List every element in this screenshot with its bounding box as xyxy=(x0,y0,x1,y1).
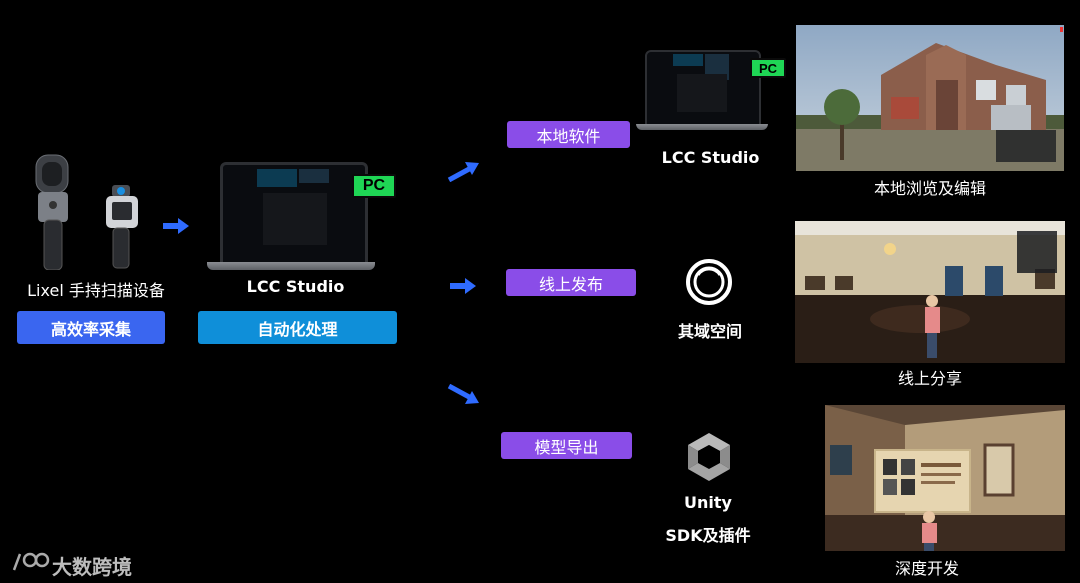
local-browse-caption: 本地浏览及编辑 xyxy=(873,179,986,198)
qiyu-space-label: 其域空间 xyxy=(677,322,742,341)
pc-badge: PC xyxy=(352,174,396,198)
local-browse-screenshot xyxy=(796,25,1064,171)
device-label: Lixel 手持扫描设备 xyxy=(27,281,165,300)
unity-logo-icon xyxy=(688,433,730,481)
unity-sdk-label: SDK及插件 xyxy=(665,526,751,545)
collect-pill: 高效率采集 xyxy=(17,311,165,344)
deep-dev-screenshot xyxy=(825,405,1065,551)
unity-label: Unity xyxy=(684,493,732,512)
laptop-base xyxy=(636,124,768,130)
watermark-logo-icon xyxy=(12,552,50,571)
arrow-down-right-icon xyxy=(447,384,479,404)
lcc-studio-label: LCC Studio xyxy=(246,277,345,296)
arrow-right-icon xyxy=(163,218,189,234)
deep-dev-caption: 深度开发 xyxy=(894,559,959,578)
arrow-up-right-icon xyxy=(447,162,479,182)
online-share-screenshot xyxy=(795,221,1065,363)
pc-badge: PC xyxy=(750,58,786,78)
arrow-right-icon xyxy=(450,278,476,294)
watermark-text: 大数跨境 xyxy=(52,555,132,579)
online-share-caption: 线上分享 xyxy=(897,369,962,388)
process-pill: 自动化处理 xyxy=(198,311,397,344)
lcc-studio-laptop-screen xyxy=(220,162,368,266)
qiyu-space-logo-icon xyxy=(686,259,732,305)
lixel-scanner-illustration xyxy=(28,150,158,271)
lcc-studio-small-laptop-screen xyxy=(645,50,761,126)
online-publish-pill: 线上发布 xyxy=(506,269,636,296)
laptop-base xyxy=(207,262,375,270)
local-software-pill: 本地软件 xyxy=(507,121,630,148)
model-export-pill: 模型导出 xyxy=(501,432,632,459)
lcc-studio-label-local: LCC Studio xyxy=(661,148,760,167)
